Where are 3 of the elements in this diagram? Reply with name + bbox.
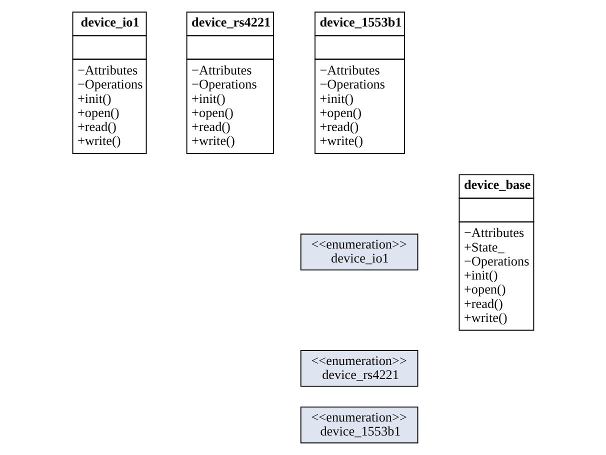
- node-box: <<enumeration>> device_1553b1: [300, 406, 418, 444]
- node-box: <<enumeration>> device_io1: [300, 234, 418, 270]
- node-box: <<enumeration>> device_rs4221: [300, 350, 418, 387]
